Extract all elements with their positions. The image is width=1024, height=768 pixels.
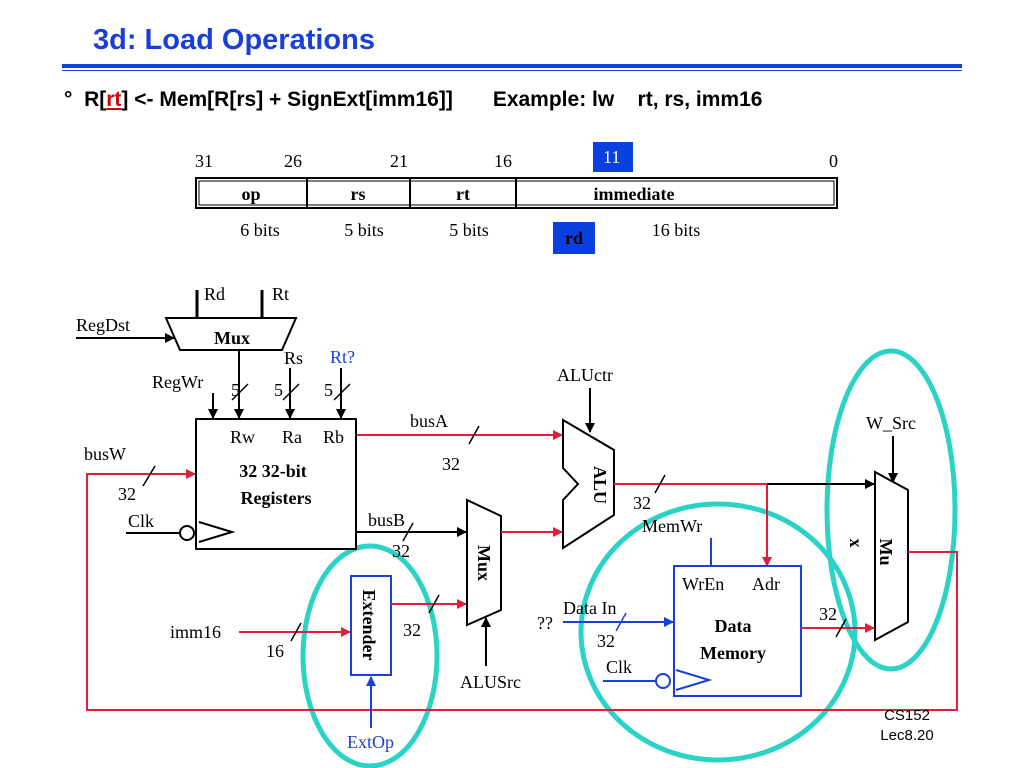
memory-label-2: Memory	[700, 643, 766, 663]
slide-footer: CS152 Lec8.20	[862, 706, 952, 746]
label-busa: busA	[410, 411, 448, 431]
bit-0: 0	[829, 151, 838, 171]
footer-course: CS152	[884, 707, 930, 724]
rd-tag-label: rd	[565, 228, 583, 248]
slide-title: 3d: Load Operations	[93, 24, 375, 56]
extender-label: Extender	[359, 590, 379, 661]
port-rw: Rw	[230, 427, 255, 447]
register-label-1: 32 32-bit	[239, 461, 307, 481]
field-rt: rt	[456, 184, 470, 204]
port-wren: WrEn	[682, 574, 724, 594]
title-underline	[62, 64, 962, 68]
label-busw: busW	[84, 444, 126, 464]
label-aluctr: ALUctr	[557, 365, 613, 385]
width-16-imm: 16	[266, 641, 284, 661]
port-adr: Adr	[752, 574, 780, 594]
regdst-mux	[164, 317, 298, 351]
label-clk-mem: Clk	[606, 657, 632, 677]
port-rb: Rb	[323, 427, 344, 447]
size-imm: 16 bits	[652, 220, 701, 240]
label-busb: busB	[368, 510, 405, 530]
width-32-alu: 32	[633, 493, 651, 513]
label-imm16: imm16	[170, 622, 221, 642]
wsrc-mux	[874, 470, 909, 642]
label-clk-reg: Clk	[128, 511, 154, 531]
width-5-ra: 5	[274, 380, 283, 400]
alu-label: ALU	[590, 466, 610, 504]
alusrc-mux	[466, 498, 502, 627]
register-file: Rw Ra Rb 32 32-bit Registers	[195, 418, 357, 550]
regdst-mux-group: Rd Rt Mux RegDst Rs Rt?	[76, 284, 355, 368]
alusrc-mux-label: Mux	[474, 545, 494, 581]
rd-tag	[553, 222, 595, 254]
bit-21: 21	[390, 151, 408, 171]
example-label: Example: lw	[492, 88, 615, 111]
width-32-busb: 32	[392, 541, 410, 561]
instruction-format: 31 26 21 16 11 0 op rs rt immediate 6 bi…	[195, 142, 838, 254]
field-op: op	[241, 184, 260, 204]
bit-16: 16	[494, 151, 512, 171]
width-5-rb: 5	[324, 380, 333, 400]
bit-11: 11	[603, 147, 620, 167]
label-alusrc: ALUSrc	[460, 672, 521, 692]
width-32-din: 32	[597, 631, 615, 651]
extender	[350, 575, 392, 676]
label-rs: Rs	[284, 348, 303, 368]
label-wsrc: W_Src	[866, 413, 916, 433]
extender-highlight	[300, 543, 440, 768]
bullet-mark: °	[64, 88, 73, 111]
alu	[562, 418, 615, 550]
regdst-mux-label: Mux	[214, 328, 250, 348]
example-args: rt, rs, imm16	[637, 88, 763, 111]
register-label-2: Registers	[241, 488, 312, 508]
memory-highlight	[578, 501, 858, 763]
wsrc-mux-label-b: x	[846, 539, 866, 548]
bullet-post: ] <- Mem[R[rs] + SignExt[imm16]]	[121, 88, 453, 111]
width-32-mem: 32	[819, 604, 837, 624]
label-extop: ExtOp	[347, 732, 394, 752]
clk-mem-bubble	[655, 673, 671, 689]
wsrc-mux-highlight	[824, 348, 958, 672]
wsrc-mux-label-a: Mu	[876, 539, 896, 566]
label-rt-question: Rt?	[330, 347, 355, 367]
data-memory	[673, 565, 802, 697]
label-regwr: RegWr	[152, 372, 203, 392]
bullet-pre: R[	[84, 88, 107, 111]
label-qq: ??	[537, 613, 553, 633]
bullet-rt: rt	[106, 88, 122, 111]
width-32-ext: 32	[403, 620, 421, 640]
size-rt: 5 bits	[449, 220, 489, 240]
bit-31: 31	[195, 151, 213, 171]
bit-26: 26	[284, 151, 302, 171]
label-rt: Rt	[272, 284, 289, 304]
width-5-rw: 5	[231, 380, 240, 400]
label-regdst: RegDst	[76, 315, 130, 335]
memory-label-1: Data	[715, 616, 752, 636]
bullet-line: ° R[rt] <- Mem[R[rs] + SignExt[imm16]] Ex…	[64, 88, 762, 112]
footer-lecture: Lec8.20	[880, 727, 934, 744]
clk-reg-bubble	[179, 525, 195, 541]
width-32-busa: 32	[442, 454, 460, 474]
label-memwr: MemWr	[642, 516, 702, 536]
size-rs: 5 bits	[344, 220, 384, 240]
title-underline-thin	[62, 70, 962, 71]
port-ra: Ra	[282, 427, 302, 447]
bit-11-tag	[593, 142, 633, 172]
field-rs: rs	[351, 184, 366, 204]
label-datain: Data In	[563, 598, 616, 618]
field-immediate: immediate	[594, 184, 675, 204]
width-32-busw: 32	[118, 484, 136, 504]
size-op: 6 bits	[240, 220, 280, 240]
label-rd: Rd	[204, 284, 225, 304]
